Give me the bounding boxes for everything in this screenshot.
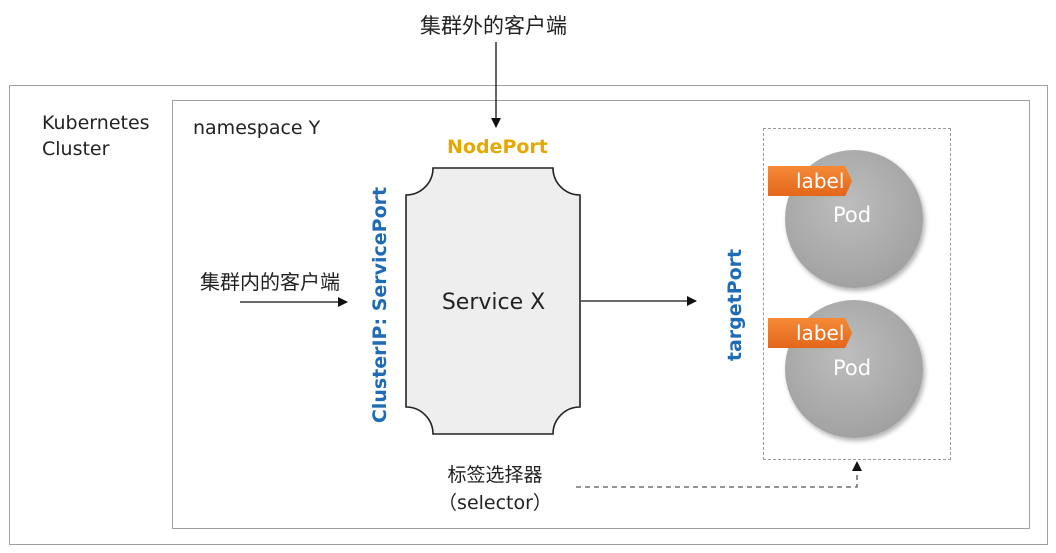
pod-name: Pod	[833, 203, 872, 227]
selector-label: 标签选择器 （selector）	[438, 464, 552, 514]
selector-arrowhead	[852, 461, 862, 471]
nodeport-label: NodePort	[447, 136, 548, 158]
selector-arrow	[576, 470, 858, 488]
clusterip-serviceport-label: ClusterIP: ServicePort	[369, 186, 391, 424]
kubernetes-cluster-box	[9, 85, 1048, 545]
pods-group-box	[763, 128, 951, 460]
cluster-label: Kubernetes Cluster	[42, 112, 150, 160]
pod-label-tag: label	[768, 166, 852, 196]
service-shape	[405, 167, 581, 435]
external-client-label: 集群外的客户端	[420, 14, 567, 38]
namespace-label: namespace Y	[193, 117, 321, 139]
pod-label-tag: label	[768, 318, 852, 348]
namespace-box	[172, 100, 1030, 529]
internal-client-label: 集群内的客户端	[200, 270, 340, 294]
service-label: Service X	[441, 290, 546, 315]
pod-name: Pod	[833, 356, 872, 380]
targetport-label: targetPort	[724, 248, 746, 362]
